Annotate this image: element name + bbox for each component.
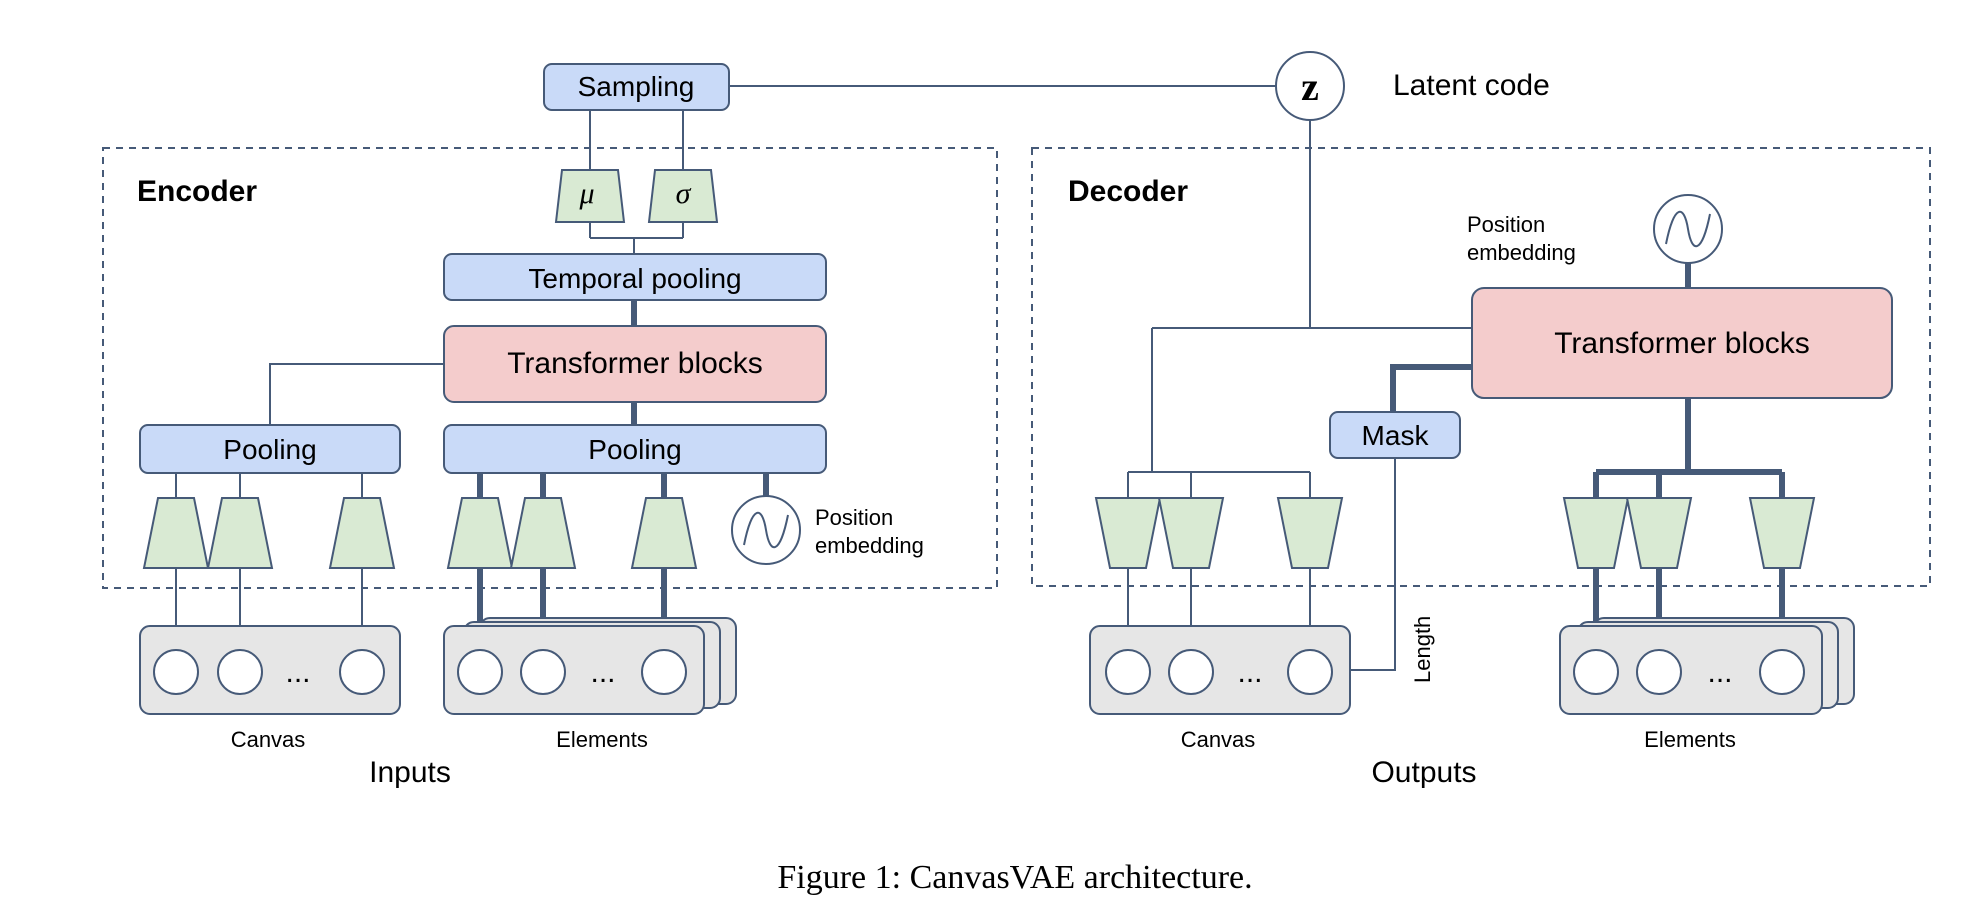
sampling-block <box>543 63 730 111</box>
latent-code-label: Latent code <box>1393 69 1550 102</box>
decoder-title: Decoder <box>1068 175 1188 208</box>
input-element-node-1 <box>457 649 503 695</box>
inputs-group-label: Inputs <box>369 756 451 789</box>
decoder-position-embedding-label-1: Position <box>1467 212 1545 237</box>
output-canvas-label: Canvas <box>1181 727 1256 752</box>
input-canvas-node-1 <box>153 649 199 695</box>
decoder-transformer-label: Transformer blocks <box>1554 327 1810 360</box>
transformer-to-mask-line <box>1390 364 1472 412</box>
enc-canvas-trapezoid-3 <box>328 497 396 569</box>
input-canvas-tray <box>139 625 401 715</box>
enc-elem-trapezoid-2 <box>509 497 577 569</box>
encoder-position-embedding-label-1: Position <box>815 505 893 530</box>
output-elements-tray <box>1559 625 1823 715</box>
output-elements-ellipsis: ... <box>1707 656 1732 689</box>
output-element-node-2 <box>1636 649 1682 695</box>
input-canvas-ellipsis: ... <box>285 656 310 689</box>
input-canvas-label: Canvas <box>231 727 306 752</box>
output-canvas-node-1 <box>1105 649 1151 695</box>
output-elements-label: Elements <box>1644 727 1736 752</box>
temporal-pooling-label: Temporal pooling <box>528 263 741 294</box>
encoder-canvas-pooling-label: Pooling <box>223 434 316 465</box>
input-elements-tray <box>443 625 705 715</box>
output-canvas-node-2 <box>1168 649 1214 695</box>
enc-elem-trapezoid-1 <box>446 497 514 569</box>
encoder-transformer-label: Transformer blocks <box>507 347 763 380</box>
encoder-sine-wave-icon <box>743 511 789 549</box>
sigma-label: σ <box>676 177 692 210</box>
encoder-elements-pooling-block <box>443 424 827 474</box>
input-canvas-node-2 <box>217 649 263 695</box>
latent-z-symbol: z <box>1301 64 1319 109</box>
figure-caption: Figure 1: CanvasVAE architecture. <box>777 859 1252 896</box>
encoder-title: Encoder <box>137 175 257 208</box>
decoder-frame <box>1031 147 1931 587</box>
encoder-elements-pooling-label: Pooling <box>588 434 681 465</box>
encoder-canvas-pooling-block <box>139 424 401 474</box>
dec-elem-trapezoid-2 <box>1625 497 1693 569</box>
dec-elem-trapezoid-1 <box>1562 497 1630 569</box>
decoder-sine-wave-icon <box>1665 210 1711 248</box>
enc-canvas-trapezoid-2 <box>206 497 274 569</box>
decoder-transformer-block <box>1471 287 1893 399</box>
mask-label: Mask <box>1362 420 1430 451</box>
encoder-position-embedding-label-2: embedding <box>815 533 924 558</box>
mu-label: μ <box>578 177 594 210</box>
output-canvas-tray <box>1089 625 1351 715</box>
output-canvas-node-3 <box>1287 649 1333 695</box>
output-canvas-ellipsis: ... <box>1237 656 1262 689</box>
input-element-node-3 <box>641 649 687 695</box>
output-element-node-1 <box>1573 649 1619 695</box>
sampling-label: Sampling <box>578 71 695 102</box>
sigma-trapezoid <box>647 169 719 223</box>
input-canvas-node-3 <box>339 649 385 695</box>
encoder-frame <box>102 147 998 589</box>
outputs-group-label: Outputs <box>1371 756 1476 789</box>
dec-elem-trapezoid-3 <box>1748 497 1816 569</box>
mu-trapezoid <box>554 169 626 223</box>
enc-canvas-trapezoid-1 <box>142 497 210 569</box>
canvas-pooling-to-transformer-line <box>269 363 444 425</box>
input-elements-label: Elements <box>556 727 648 752</box>
output-element-node-3 <box>1759 649 1805 695</box>
length-label: Length <box>1410 616 1435 683</box>
dec-canvas-trapezoid-3 <box>1276 497 1344 569</box>
length-line <box>1350 458 1396 671</box>
input-element-node-2 <box>520 649 566 695</box>
dec-canvas-trapezoid-1 <box>1094 497 1162 569</box>
enc-elem-trapezoid-3 <box>630 497 698 569</box>
decoder-position-embedding-label-2: embedding <box>1467 240 1576 265</box>
dec-canvas-trapezoid-2 <box>1157 497 1225 569</box>
input-elements-ellipsis: ... <box>590 656 615 689</box>
